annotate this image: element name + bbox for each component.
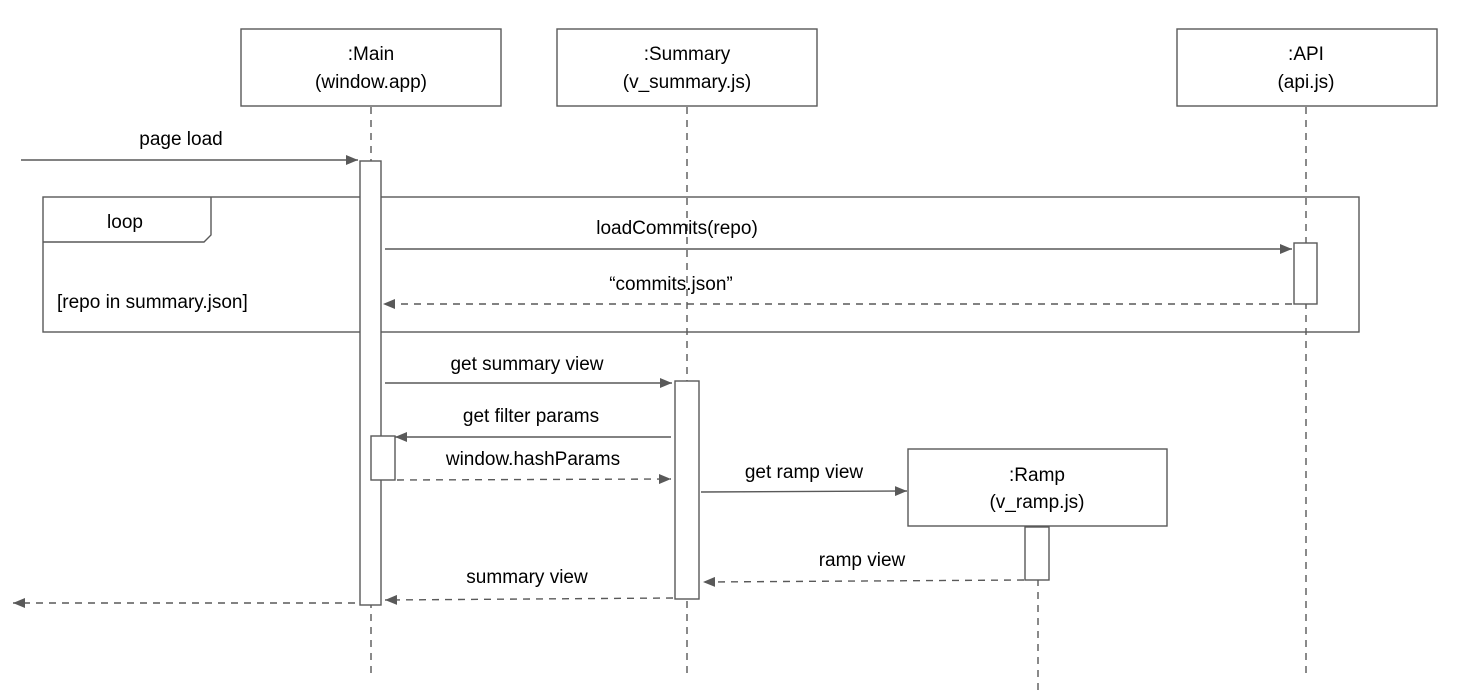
- activation-summary: [674, 380, 700, 600]
- participant-ramp-name: :Ramp: [1009, 465, 1065, 486]
- message-ramp-view: ramp view: [702, 550, 1025, 587]
- participant-api-name: :API: [1288, 44, 1324, 65]
- message-load-commits-label: loadCommits(repo): [596, 218, 758, 239]
- message-get-filter-params: get filter params: [395, 406, 671, 442]
- participant-ramp-file: (v_ramp.js): [989, 492, 1084, 513]
- participant-main: :Main (window.app): [240, 28, 502, 107]
- participant-summary: :Summary (v_summary.js): [556, 28, 818, 107]
- message-get-summary-view: get summary view: [385, 354, 672, 388]
- participant-main-file: (window.app): [315, 72, 427, 93]
- message-summary-view-label: summary view: [466, 567, 588, 588]
- loop-fragment-tab: [43, 197, 212, 243]
- message-get-summary-view-label: get summary view: [450, 354, 603, 375]
- participant-api-file: (api.js): [1277, 72, 1334, 93]
- activation-main-nested: [370, 435, 396, 481]
- message-ramp-view-label: ramp view: [819, 550, 906, 571]
- activation-main: [359, 160, 382, 606]
- message-commits-json-label: “commits.json”: [609, 274, 733, 295]
- participant-main-name: :Main: [348, 44, 394, 65]
- message-get-ramp-view: get ramp view: [700, 462, 908, 497]
- participant-summary-file: (v_summary.js): [623, 72, 751, 93]
- message-load-commits: loadCommits(repo): [385, 218, 1292, 254]
- message-get-filter-params-label: get filter params: [463, 406, 599, 427]
- participant-ramp: :Ramp (v_ramp.js): [907, 448, 1168, 527]
- message-summary-view: summary view: [384, 567, 674, 605]
- message-page-load-label: page load: [139, 129, 222, 150]
- activation-ramp: [1024, 526, 1050, 581]
- message-window-hash-params: window.hashParams: [396, 449, 672, 485]
- loop-operator-label: loop: [107, 212, 143, 233]
- message-page-load: page load: [21, 129, 358, 165]
- participant-api: :API (api.js): [1176, 28, 1438, 107]
- message-get-ramp-view-label: get ramp view: [745, 462, 864, 483]
- loop-guard-label: [repo in summary.json]: [57, 292, 248, 313]
- participant-summary-name: :Summary: [644, 44, 731, 65]
- message-commits-json: “commits.json”: [383, 274, 1292, 309]
- loop-fragment: loop [repo in summary.json]: [42, 196, 1360, 333]
- activation-api: [1293, 242, 1318, 305]
- message-window-hash-params-label: window.hashParams: [445, 449, 620, 470]
